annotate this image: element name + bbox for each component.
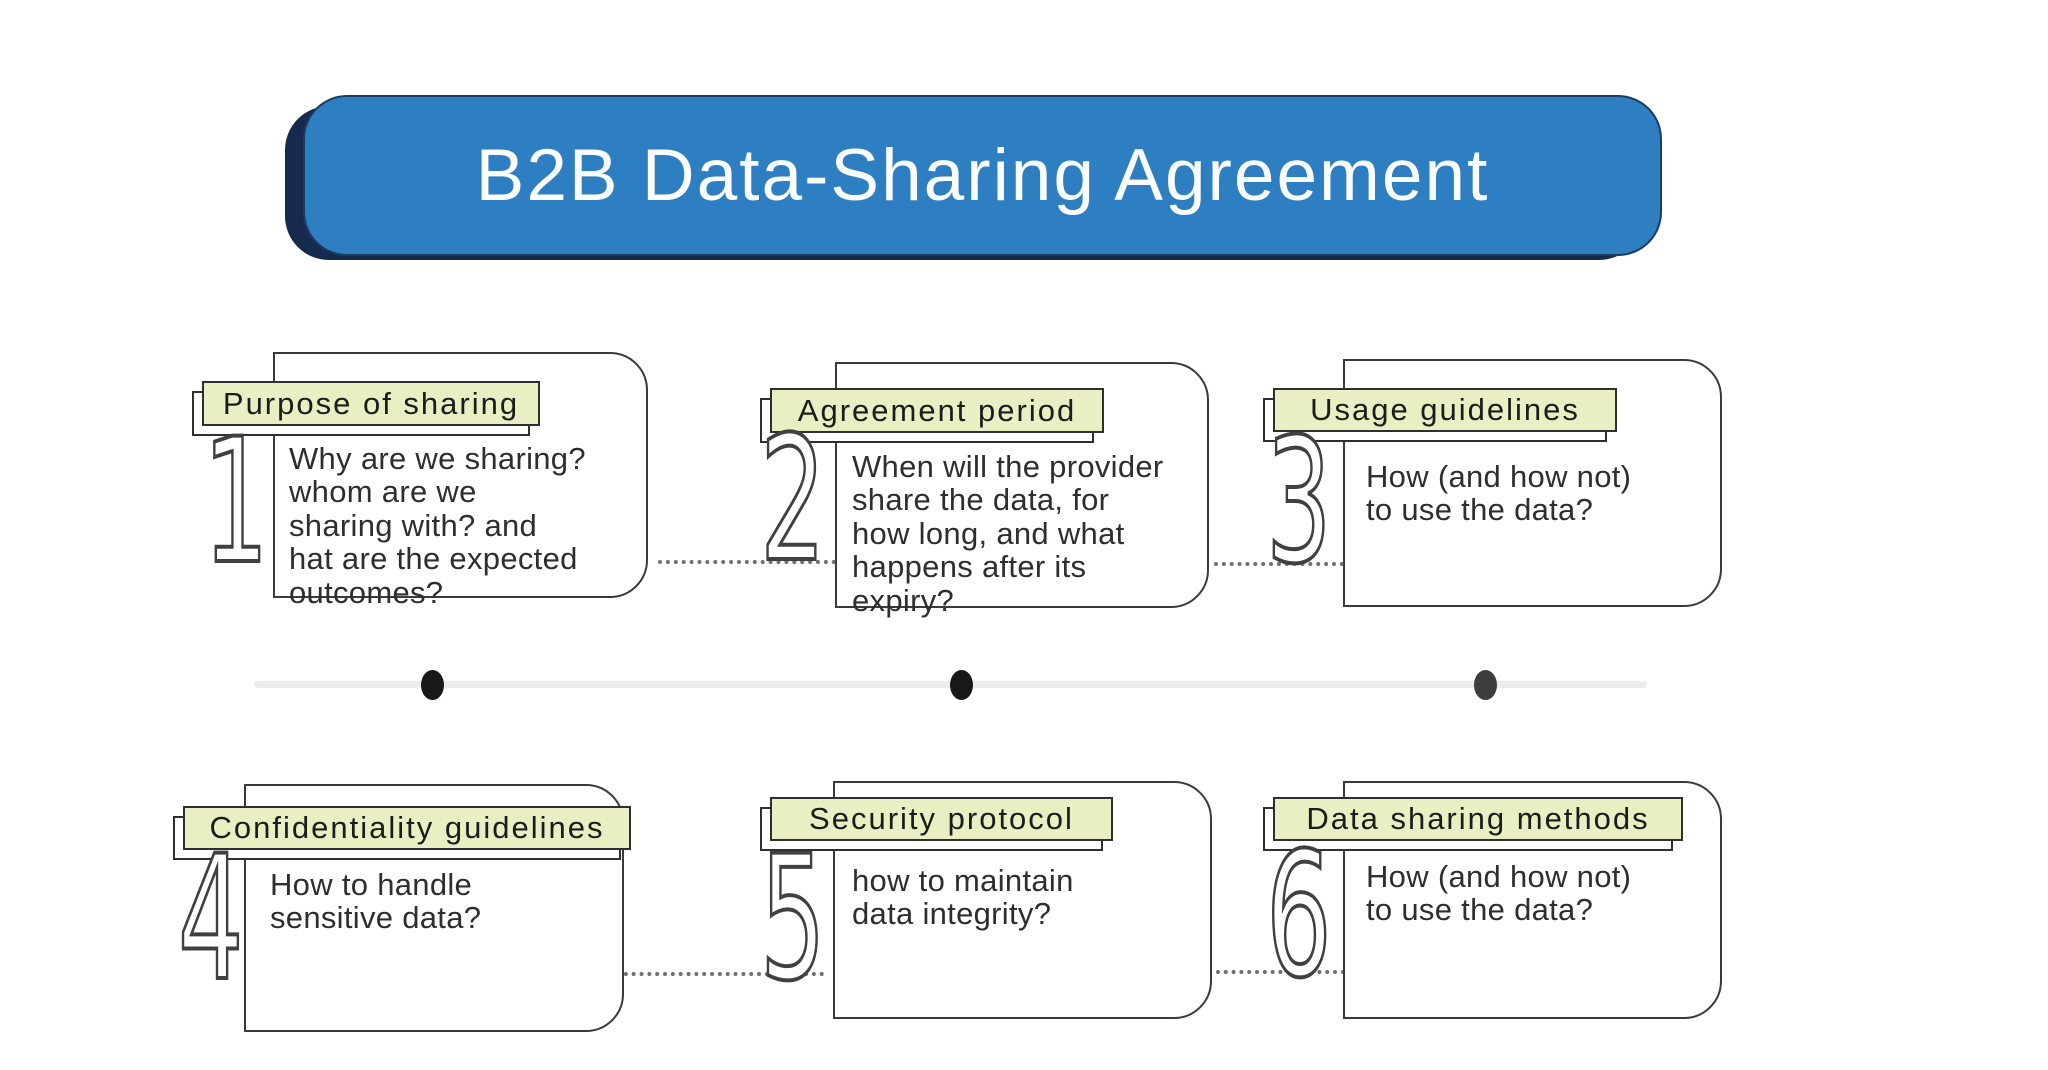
card-body: how to maintain data integrity? xyxy=(852,863,1074,932)
card-number: 5 xyxy=(759,818,827,1019)
card-label-tag: Usage guidelines xyxy=(1273,388,1617,432)
card-number: 6 xyxy=(1265,815,1333,1016)
connector-dotted-3 xyxy=(616,972,824,976)
connector-dotted-4 xyxy=(1216,970,1345,974)
card-body: How to handle sensitive data? xyxy=(270,867,482,936)
card-body: When will the provider share the data, f… xyxy=(852,449,1164,618)
timeline-dot-3 xyxy=(1474,670,1497,700)
page-title: B2B Data-Sharing Agreement xyxy=(475,135,1490,216)
card-body: Why are we sharing? whom are we sharing … xyxy=(289,441,586,610)
timeline-dot-1 xyxy=(421,670,444,700)
card-body: How (and how not) to use the data? xyxy=(1366,459,1632,528)
card-number: 1 xyxy=(202,401,270,602)
connector-dotted-1 xyxy=(658,560,836,564)
card-label-tag: Security protocol xyxy=(770,797,1113,841)
card-label-tag: Purpose of sharing xyxy=(202,381,540,426)
card-body: How (and how not) to use the data? xyxy=(1366,859,1632,928)
card-number: 2 xyxy=(759,399,827,600)
card-label-tag: Agreement period xyxy=(770,388,1104,433)
card-number: 4 xyxy=(177,818,245,1019)
timeline-dot-2 xyxy=(950,670,973,700)
card-label-tag: Data sharing methods xyxy=(1273,797,1683,841)
connector-dotted-2 xyxy=(1214,562,1344,566)
card-number: 3 xyxy=(1265,401,1333,602)
title-banner: B2B Data-Sharing Agreement xyxy=(303,95,1662,256)
card-label-tag: Confidentiality guidelines xyxy=(183,806,631,850)
